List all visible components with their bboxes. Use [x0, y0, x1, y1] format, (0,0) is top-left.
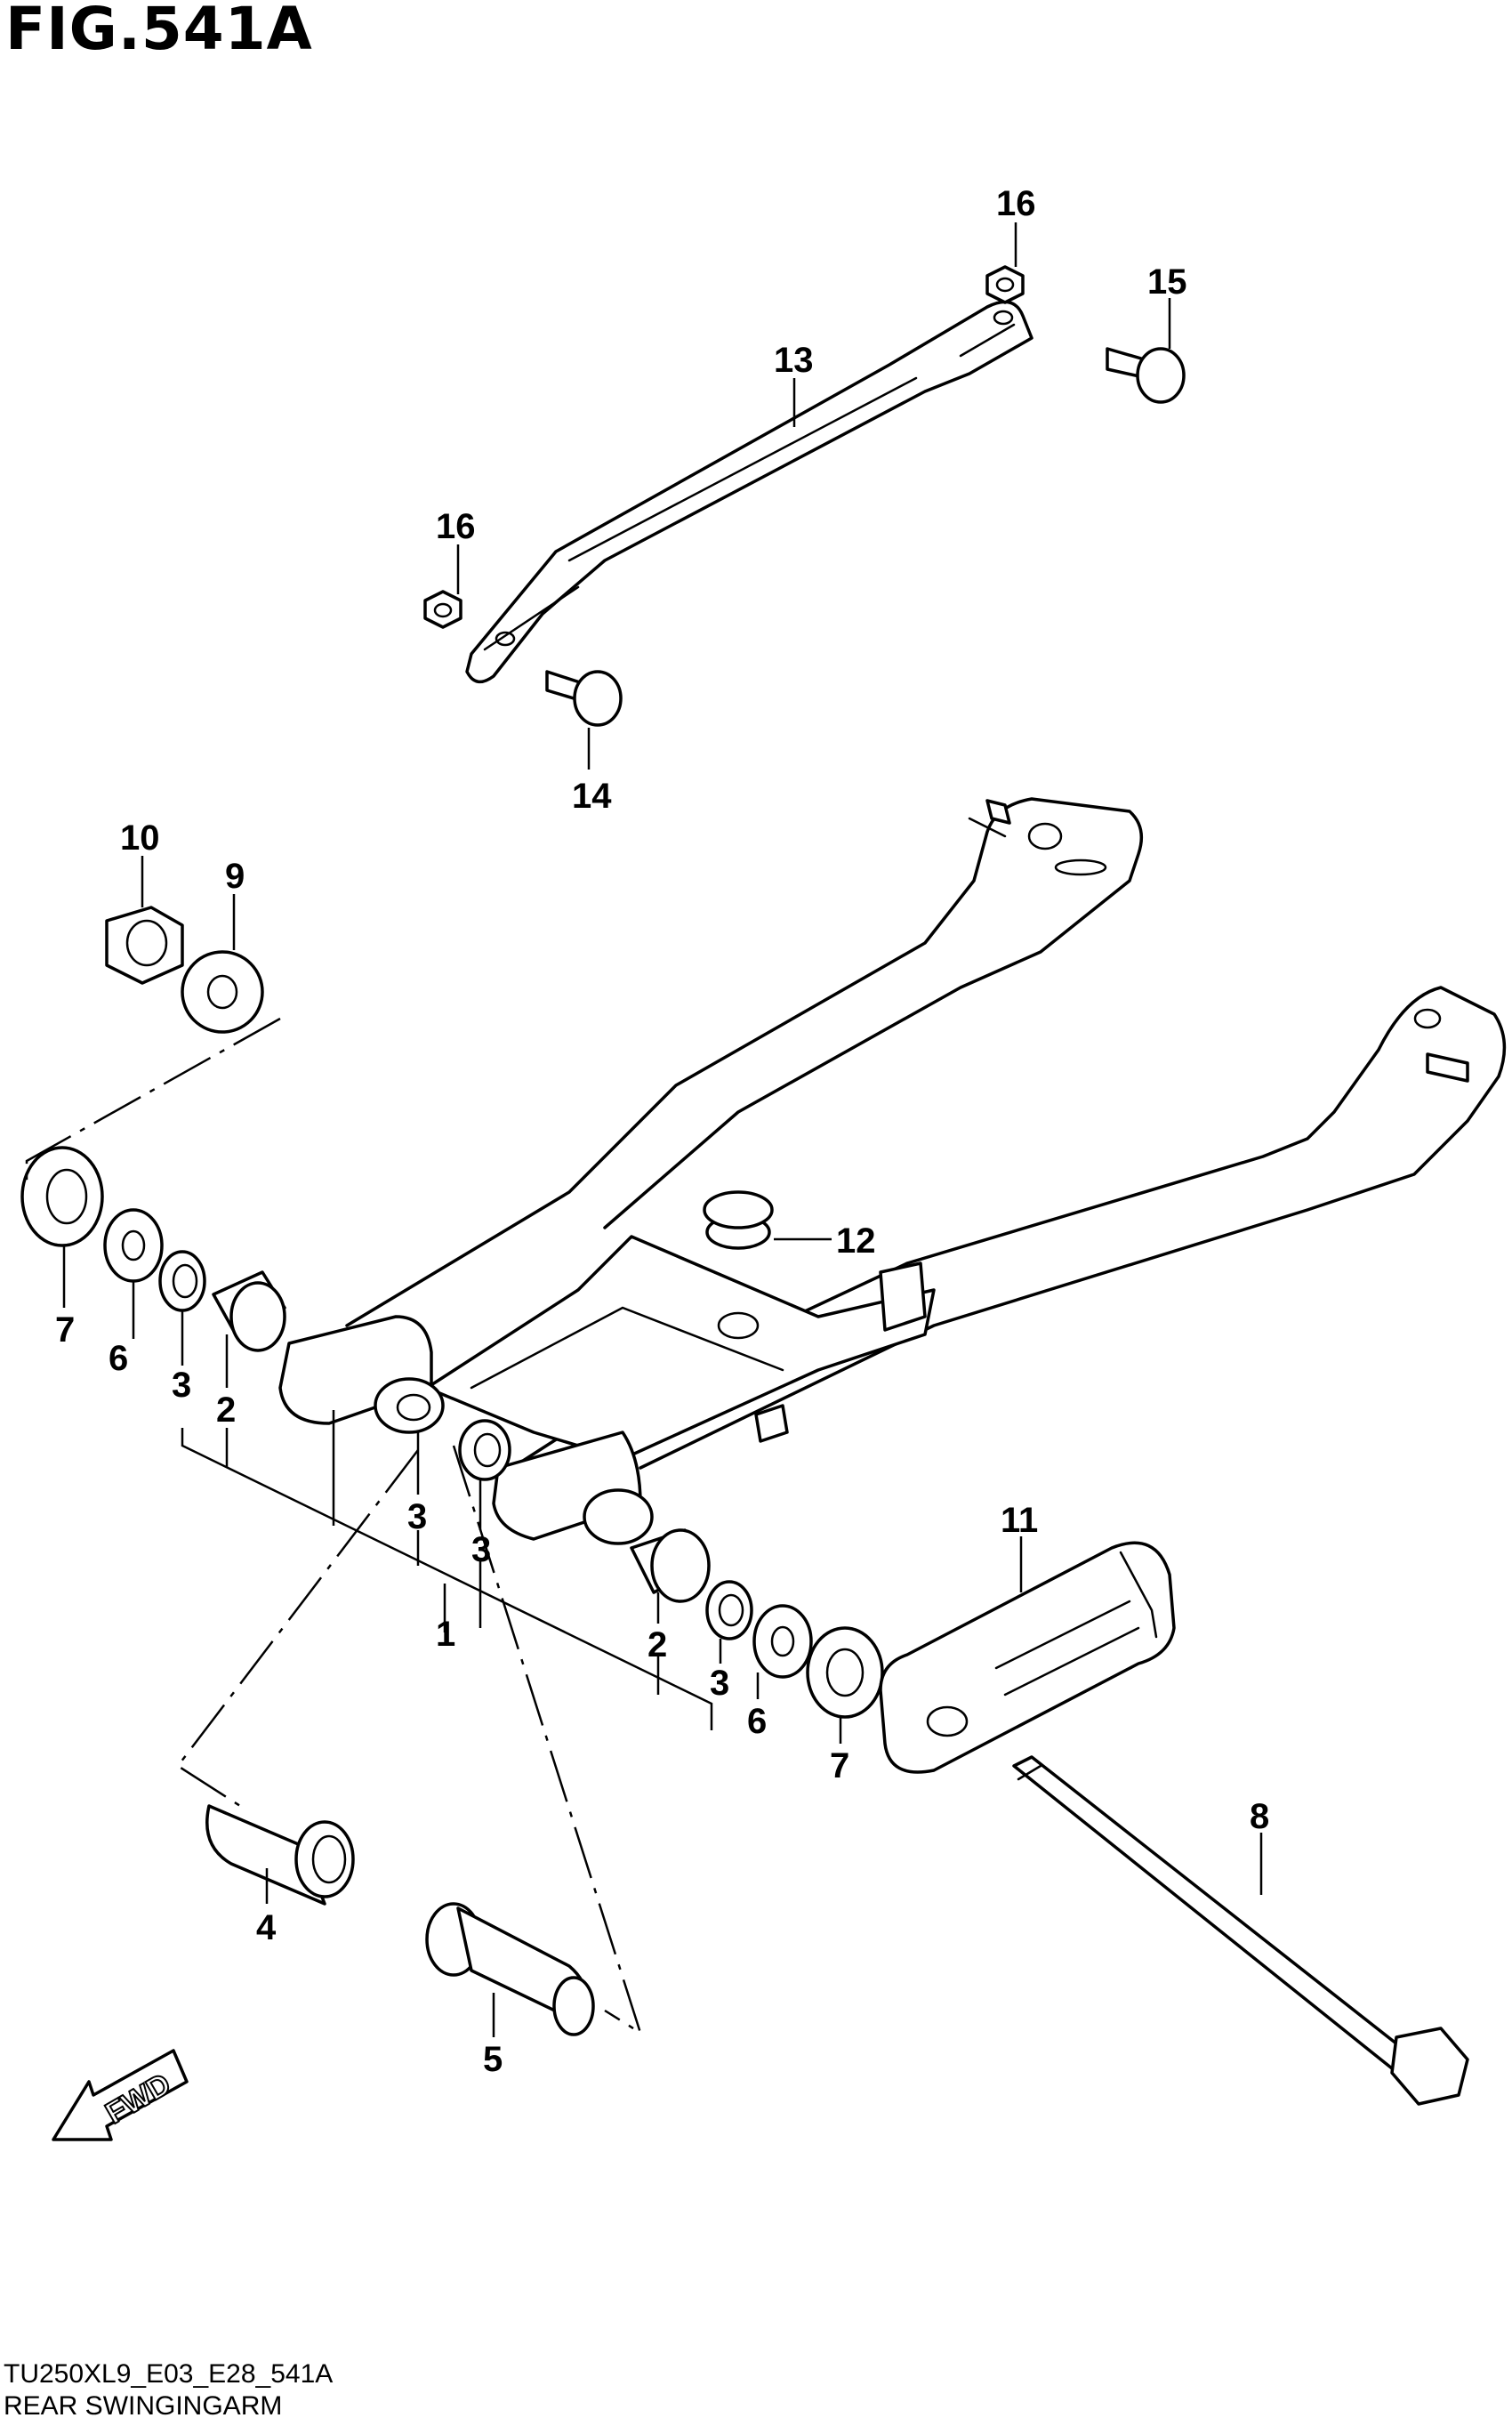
- callout-6-right: 6: [747, 1702, 767, 1741]
- part-2-bushing-right[interactable]: [630, 1528, 711, 1603]
- part-3-seal-inner-a[interactable]: [458, 1419, 511, 1481]
- part-16-nut-left[interactable]: [423, 590, 462, 629]
- figure-title: FIG.541A: [5, 0, 313, 63]
- part-1-swingarm[interactable]: [278, 797, 1507, 1545]
- callout-5: 5: [483, 2040, 503, 2079]
- figure-code: TU250XL9_E03_E28_541A: [4, 2359, 334, 2389]
- part-14-bolt[interactable]: [545, 670, 623, 727]
- callout-12: 12: [836, 1221, 876, 1261]
- assembly-lines: [25, 1017, 643, 2035]
- callout-7-left: 7: [55, 1310, 75, 1350]
- callout-8: 8: [1250, 1797, 1269, 1836]
- callout-10: 10: [120, 818, 160, 858]
- callout-7-right: 7: [830, 1746, 849, 1785]
- callout-16-left: 16: [436, 507, 476, 546]
- part-3-seal-right[interactable]: [705, 1580, 753, 1640]
- callout-2-right: 2: [647, 1625, 667, 1664]
- part-7-cap-left[interactable]: [20, 1146, 104, 1247]
- part-7-cap-right[interactable]: [806, 1626, 884, 1719]
- figure-name: REAR SWINGINGARM: [4, 2391, 283, 2421]
- part-9-washer[interactable]: [181, 950, 264, 1034]
- part-8-pivot-bolt[interactable]: [1012, 1755, 1469, 2106]
- part-13-chain-guard[interactable]: [465, 300, 1033, 684]
- part-4-collar[interactable]: [205, 1804, 355, 1906]
- part-5-collar[interactable]: [425, 1902, 595, 2036]
- callout-4: 4: [256, 1908, 277, 1947]
- leader-lines: [62, 222, 1263, 2037]
- callout-9: 9: [225, 857, 245, 896]
- part-2-bushing-left[interactable]: [212, 1270, 286, 1352]
- callout-16-top: 16: [996, 184, 1036, 223]
- part-16-nut-top[interactable]: [985, 265, 1025, 304]
- part-6-washer-right[interactable]: [752, 1604, 813, 1679]
- part-10-nut[interactable]: [105, 906, 184, 985]
- part-11-chain-buffer[interactable]: [879, 1541, 1176, 1774]
- callout-6-left: 6: [109, 1339, 128, 1378]
- part-12-grommet[interactable]: [703, 1190, 774, 1340]
- callout-11: 11: [1001, 1501, 1038, 1540]
- callout-2-left: 2: [216, 1390, 236, 1430]
- callout-numbers: 16 15 13 16 14 10 9 12 7 6 3 2 3 3 1 11 …: [55, 184, 1269, 2079]
- callout-3-c: 3: [471, 1530, 491, 1569]
- callout-1: 1: [436, 1615, 455, 1654]
- callout-3-a: 3: [172, 1366, 191, 1405]
- part-6-washer-left[interactable]: [103, 1208, 164, 1283]
- fwd-arrow-icon: FWD: [52, 2049, 189, 2141]
- callout-13: 13: [774, 341, 814, 380]
- part-3-seal-left[interactable]: [158, 1250, 206, 1312]
- part-15-bolt[interactable]: [1106, 347, 1186, 404]
- callout-14: 14: [572, 777, 612, 816]
- callout-3-b: 3: [407, 1497, 427, 1536]
- callout-15: 15: [1147, 262, 1187, 302]
- callout-3-d: 3: [710, 1664, 729, 1703]
